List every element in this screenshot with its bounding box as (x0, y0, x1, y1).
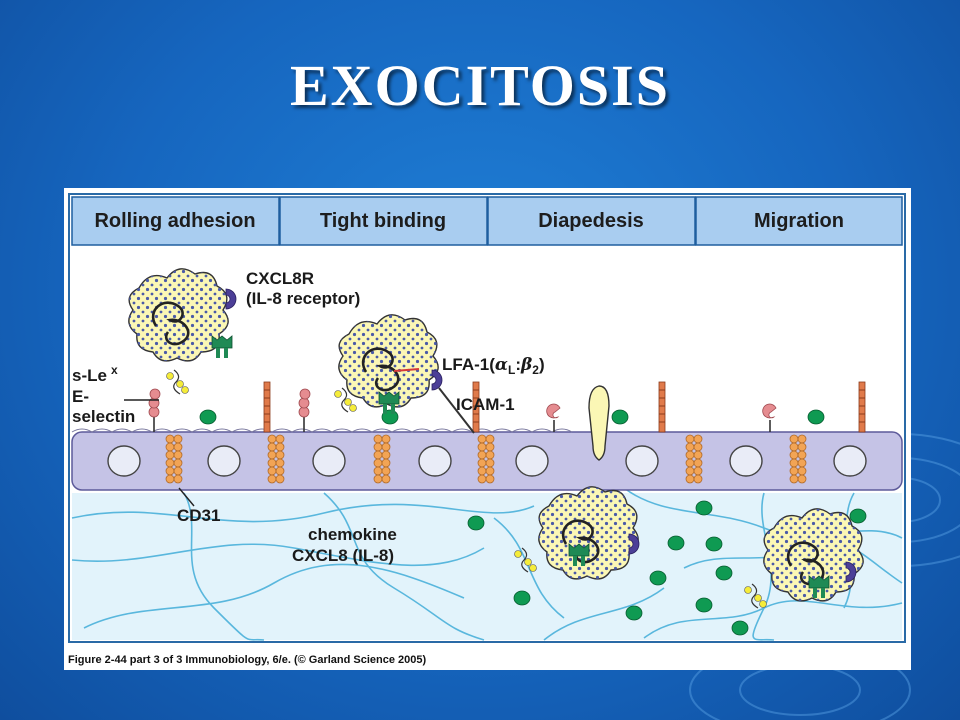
label-cd31: CD31 (177, 506, 220, 525)
stage-label-diapedesis: Diapedesis (538, 210, 644, 232)
label-cxcl8: CXCL8 (IL-8) (292, 546, 394, 565)
stage-label-rolling: Rolling adhesion (94, 210, 255, 232)
leukocyte-extravasation-figure: Rolling adhesion Tight binding Diapedesi… (64, 188, 911, 670)
leukocyte-icon (743, 508, 864, 609)
label-cxcl8r: CXCL8R (246, 269, 314, 288)
label-chemokine: chemokine (308, 525, 397, 544)
stage-cell-diapedesis (487, 196, 696, 246)
stage-label-tight: Tight binding (320, 210, 446, 232)
figure-diagram: Rolling adhesion Tight binding Diapedesi… (68, 193, 906, 643)
stage-cell-tight (279, 196, 488, 246)
label-icam1: ICAM-1 (456, 395, 515, 414)
figure-caption: Figure 2-44 part 3 of 3 Immunobiology, 6… (68, 654, 427, 666)
label-eselectin-2: selectin (72, 407, 135, 426)
label-eselectin-1: E- (72, 387, 89, 406)
leukocyte-icon (513, 385, 640, 580)
label-lfa1: LFA-1(αL:β2) (442, 355, 545, 377)
leukocyte-icon (333, 314, 475, 434)
stage-cell-rolling (71, 196, 280, 246)
stage-label-migration: Migration (754, 210, 844, 232)
stage-header: Rolling adhesion Tight binding Diapedesi… (71, 196, 903, 246)
pointer-lines (124, 399, 195, 507)
stage-cell-migration (695, 196, 903, 246)
label-il8-receptor: (IL-8 receptor) (246, 289, 360, 308)
leukocyte-icon (128, 268, 237, 395)
endothelium (71, 428, 903, 491)
slide-title: EXOCITOSIS (290, 53, 670, 118)
tissue-matrix (72, 493, 902, 640)
